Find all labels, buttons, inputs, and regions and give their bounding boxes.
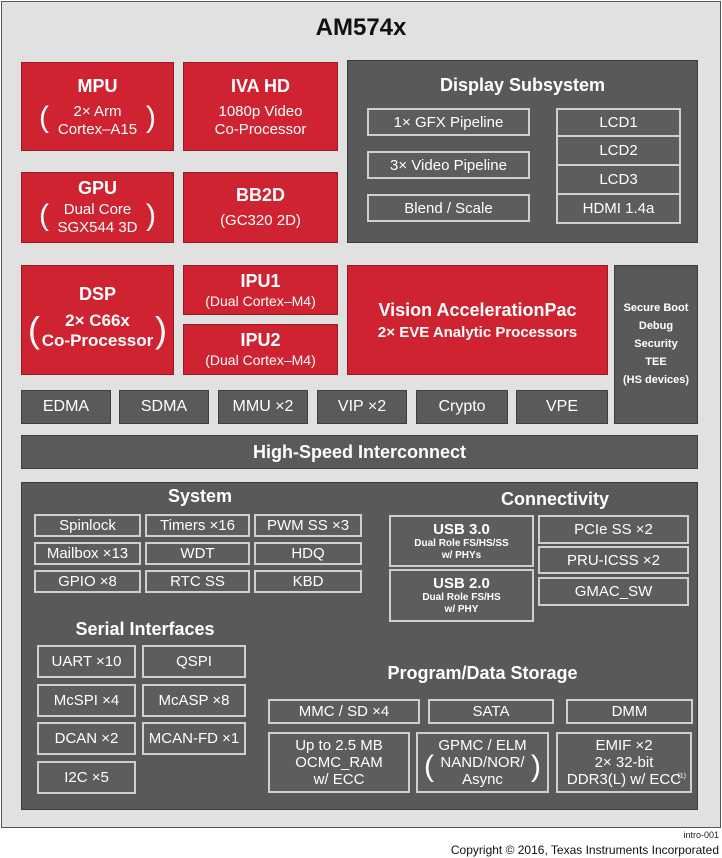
vpe-block: VPE xyxy=(516,390,608,424)
gfx-pipeline: 1× GFX Pipeline xyxy=(367,108,530,136)
ipu1-block: IPU1 (Dual Cortex–M4) xyxy=(183,265,338,315)
ipu2-block: IPU2 (Dual Cortex–M4) xyxy=(183,324,338,375)
close-paren-glyph: ) xyxy=(146,101,156,134)
ocmc-ram-block: Up to 2.5 MB OCMC_RAM w/ ECC xyxy=(268,732,410,793)
sata-block: SATA xyxy=(428,699,554,724)
open-paren-glyph: ( xyxy=(39,199,49,232)
security-block: Secure Boot Debug Security TEE (HS devic… xyxy=(614,265,698,424)
vision-accelerationpac: Vision AccelerationPac 2× EVE Analytic P… xyxy=(347,265,608,375)
ipu1-desc: (Dual Cortex–M4) xyxy=(205,293,316,309)
mcspi-block: McSPI ×4 xyxy=(37,684,136,717)
dmm-block: DMM xyxy=(566,699,693,724)
dsp-block: DSP 2× C66x Co-Processor ( ) xyxy=(21,265,174,375)
mmu-block: MMU ×2 xyxy=(218,390,308,424)
hdmi-output: HDMI 1.4a xyxy=(556,195,681,224)
sdma-block: SDMA xyxy=(119,390,209,424)
gpu-desc: Dual Core SGX544 3D xyxy=(57,201,138,236)
pcie-block: PCIe SS ×2 xyxy=(538,515,689,544)
open-paren-glyph: ( xyxy=(424,750,434,783)
mailbox-block: Mailbox ×13 xyxy=(34,542,141,565)
video-pipeline: 3× Video Pipeline xyxy=(367,151,530,179)
emif-block: EMIF ×2 2× 32-bit DDR3(L) w/ ECC (1) xyxy=(556,732,692,793)
kbd-block: KBD xyxy=(254,570,362,593)
iva-hd-block: IVA HD 1080p Video Co-Processor xyxy=(183,62,338,151)
open-paren-glyph: ( xyxy=(28,309,40,350)
spinlock-block: Spinlock xyxy=(34,514,141,537)
vision-desc: 2× EVE Analytic Processors xyxy=(377,324,578,341)
mmc-sd-block: MMC / SD ×4 xyxy=(268,699,420,724)
bb2d-name: BB2D xyxy=(235,185,285,205)
crypto-block: Crypto xyxy=(416,390,508,424)
lcd2-output: LCD2 xyxy=(556,137,681,166)
copyright-notice: Copyright © 2016, Texas Instruments Inco… xyxy=(450,843,719,857)
gpu-block: GPU Dual Core SGX544 3D ( ) xyxy=(21,172,174,243)
display-subsystem-title: Display Subsystem xyxy=(439,75,606,95)
wdt-block: WDT xyxy=(145,542,250,565)
bb2d-desc: (GC320 2D) xyxy=(220,212,301,229)
storage-title: Program/Data Storage xyxy=(387,663,578,683)
emif-footnote-marker: (1) xyxy=(677,773,686,780)
gmac-block: GMAC_SW xyxy=(538,577,689,606)
close-paren-glyph: ) xyxy=(155,309,167,350)
dsp-name: DSP xyxy=(78,284,116,304)
bb2d-block: BB2D (GC320 2D) xyxy=(183,172,338,243)
open-paren-glyph: ( xyxy=(39,101,49,134)
usb2-block: USB 2.0 Dual Role FS/HS w/ PHY xyxy=(389,569,534,622)
figure-id: intro-001 xyxy=(683,830,719,840)
ipu1-name: IPU1 xyxy=(240,271,281,291)
i2c-block: I2C ×5 xyxy=(37,761,136,794)
serial-interfaces-title: Serial Interfaces xyxy=(75,619,215,639)
mpu-block: MPU 2× Arm Cortex–A15 ( ) xyxy=(21,62,174,151)
pwmss-block: PWM SS ×3 xyxy=(254,514,362,537)
ipu2-name: IPU2 xyxy=(240,330,281,350)
dcan-block: DCAN ×2 xyxy=(37,722,136,755)
usb3-block: USB 3.0 Dual Role FS/HS/SS w/ PHYs xyxy=(389,515,534,567)
qspi-block: QSPI xyxy=(142,645,246,678)
lcd1-output: LCD1 xyxy=(556,108,681,137)
uart-block: UART ×10 xyxy=(37,645,136,678)
gpio-block: GPIO ×8 xyxy=(34,570,141,593)
mpu-desc: 2× Arm Cortex–A15 xyxy=(57,103,138,138)
security-lines: Secure Boot Debug Security TEE (HS devic… xyxy=(622,302,690,386)
iva-desc: 1080p Video Co-Processor xyxy=(214,103,307,138)
mpu-name: MPU xyxy=(77,76,118,96)
high-speed-interconnect: High-Speed Interconnect xyxy=(21,435,698,469)
hdq-block: HDQ xyxy=(254,542,362,565)
edma-block: EDMA xyxy=(21,390,111,424)
mcasp-block: McASP ×8 xyxy=(142,684,246,717)
lcd3-output: LCD3 xyxy=(556,166,681,195)
diagram-title: AM574x xyxy=(315,14,407,41)
gpmc-elm-block: GPMC / ELM NAND/NOR/ Async ( ) xyxy=(416,732,549,793)
vision-name: Vision AccelerationPac xyxy=(378,300,577,320)
rtcss-block: RTC SS xyxy=(145,570,250,593)
vip-block: VIP ×2 xyxy=(317,390,407,424)
blend-scale: Blend / Scale xyxy=(367,194,530,222)
connectivity-title: Connectivity xyxy=(500,489,610,509)
gpu-name: GPU xyxy=(77,178,117,198)
iva-name: IVA HD xyxy=(230,76,290,96)
system-title: System xyxy=(167,486,233,506)
close-paren-glyph: ) xyxy=(531,750,541,783)
pru-icss-block: PRU-ICSS ×2 xyxy=(538,546,689,574)
dsp-desc: 2× C66x Co-Processor xyxy=(41,311,154,350)
timers-block: Timers ×16 xyxy=(145,514,250,537)
close-paren-glyph: ) xyxy=(146,199,156,232)
mcan-fd-block: MCAN-FD ×1 xyxy=(142,722,246,755)
ipu2-desc: (Dual Cortex–M4) xyxy=(205,352,316,368)
